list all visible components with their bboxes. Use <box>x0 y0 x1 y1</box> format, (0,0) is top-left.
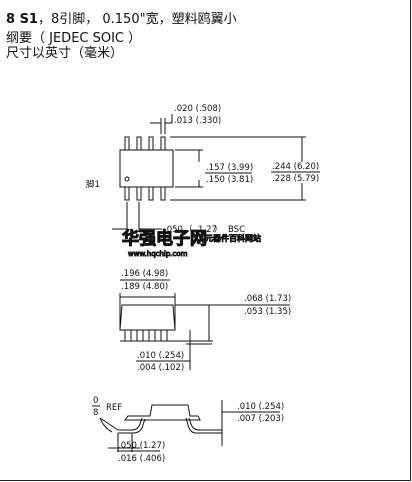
package-code: 8 S1 <box>6 12 38 27</box>
pitch-basic: BSC <box>228 225 245 235</box>
title-line-1: 8 S1，8引脚， 0.150"宽，塑料鸥翼小 <box>6 12 237 28</box>
body-width-max: .157 (3.99) <box>206 163 253 173</box>
lead <box>160 186 166 201</box>
pin1-dot <box>124 176 130 182</box>
pitch-paren-open: （ <box>184 224 193 235</box>
lead-thickness-min: .007 (.203) <box>237 414 284 424</box>
body-width-min: .150 (3.81) <box>206 175 253 185</box>
package-body <box>119 149 174 188</box>
pitch-metric: 1.27 <box>198 225 217 235</box>
angle-min: 0 <box>93 396 98 406</box>
lead <box>148 136 154 151</box>
lead-width-min: .013 (.330) <box>174 116 221 126</box>
watermark-slogan: 元器件百科网站 <box>205 233 261 243</box>
angle-ref: REF <box>106 403 122 413</box>
pin1-label: 脚1 <box>86 179 100 190</box>
pitch-paren-close: ） <box>214 224 223 235</box>
lead-width-max: .020 (.508) <box>174 104 221 114</box>
gull-wing-lead-right <box>188 417 212 431</box>
package-body-end <box>124 404 201 421</box>
overall-width-min: .228 (5.79) <box>272 174 319 184</box>
lead <box>124 186 130 201</box>
top-view: .020 (.508) .013 (.330) .157 (3.99) .150… <box>86 104 320 235</box>
lead <box>148 186 154 201</box>
angle-line <box>99 417 119 431</box>
lead <box>136 329 144 342</box>
standoff-min: .004 (.102) <box>137 363 184 373</box>
lead <box>124 136 130 151</box>
foot-length-min: .016 (.406) <box>118 454 165 464</box>
gull-wing-lead-right <box>185 417 212 434</box>
foot-length-max: .050 (1.27) <box>118 441 165 451</box>
lead <box>160 329 168 342</box>
lead <box>160 136 166 151</box>
height-min: .053 (1.35) <box>244 307 291 317</box>
title-rest: ，8引脚， 0.150"宽，塑料鸥翼小 <box>37 12 237 27</box>
angle-max: 8 <box>93 408 98 418</box>
lead <box>136 136 142 151</box>
title-line-2: 纲要（ JEDEC SOIC ） <box>6 31 142 46</box>
gull-wing-lead-left <box>118 418 146 434</box>
height-max: .068 (1.73) <box>244 294 291 304</box>
side-view: .196 (4.98) .189 (4.80) .068 (1.73) .053… <box>119 269 291 373</box>
watermark-brand: 华强电子网 <box>122 228 207 249</box>
body-length-max: .196 (4.98) <box>121 269 168 279</box>
lead-thickness-max: .010 (.254) <box>237 402 284 412</box>
lead <box>124 329 132 342</box>
lead <box>148 329 156 342</box>
watermark-url: www.hqchip.com <box>128 250 188 258</box>
end-view: 0 8 REF .010 (.254) .007 (.203) .050 (1.… <box>92 396 284 464</box>
overall-width-max: .244 (6.20) <box>272 162 319 172</box>
body-length-min: .189 (4.80) <box>121 282 168 292</box>
gull-wing-lead-left <box>118 417 143 431</box>
standoff-max: .010 (.254) <box>137 351 184 361</box>
angle-arc <box>99 417 113 433</box>
pitch-value: .050 <box>164 225 183 235</box>
title-line-3: 尺寸以英寸（毫米） <box>6 46 124 61</box>
package-body-side <box>119 304 176 331</box>
lead <box>136 186 142 201</box>
